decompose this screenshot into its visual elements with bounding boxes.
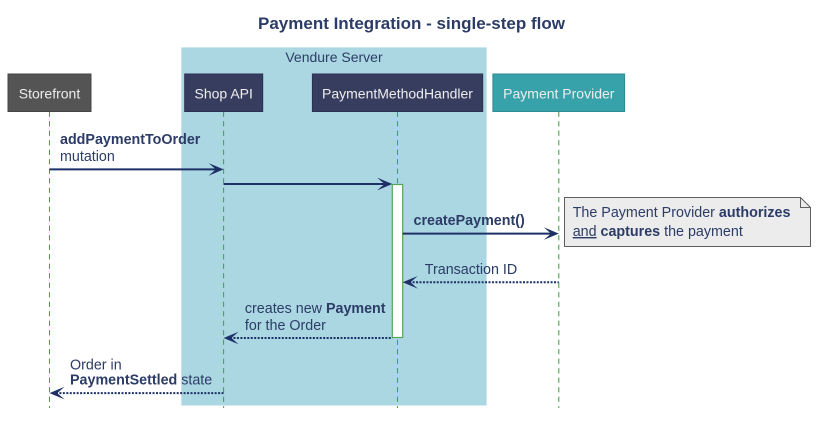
svg-text:The Payment Provider authorize: The Payment Provider authorizes — [573, 205, 791, 221]
svg-text:PaymentSettled state: PaymentSettled state — [70, 373, 212, 389]
svg-text:for the Order: for the Order — [245, 318, 326, 334]
svg-text:Payment Integration - single-s: Payment Integration - single-step flow — [258, 14, 566, 33]
svg-text:Vendure Server: Vendure Server — [285, 49, 383, 65]
svg-text:Storefront: Storefront — [19, 86, 81, 102]
svg-text:and captures the payment: and captures the payment — [573, 224, 743, 240]
svg-text:addPaymentToOrder: addPaymentToOrder — [60, 132, 201, 148]
svg-text:Transaction ID: Transaction ID — [425, 262, 517, 278]
svg-text:Payment Provider: Payment Provider — [503, 86, 615, 102]
svg-text:PaymentMethodHandler: PaymentMethodHandler — [322, 86, 473, 102]
svg-text:createPayment(): createPayment() — [414, 213, 525, 229]
svg-text:Order in: Order in — [70, 357, 122, 373]
svg-text:mutation: mutation — [60, 149, 115, 165]
svg-text:Shop API: Shop API — [195, 86, 253, 102]
svg-text:creates new Payment: creates new Payment — [245, 301, 386, 317]
